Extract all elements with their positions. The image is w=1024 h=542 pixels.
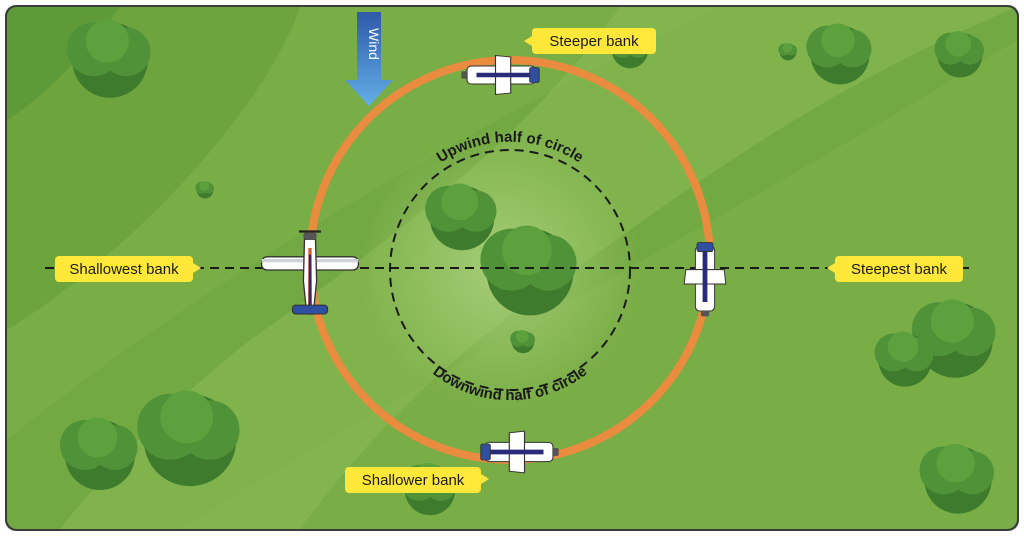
wind-arrow-icon: Wind: [345, 12, 393, 106]
shallower-bank-callout: Shallower bank: [345, 467, 489, 493]
shallower-bank-label: Shallower bank: [362, 472, 465, 489]
shallowest-bank-label: Shallowest bank: [69, 261, 179, 278]
steepest-bank-label: Steepest bank: [851, 261, 947, 278]
field-band-dark: [7, 7, 300, 330]
steeper-bank-callout: Steeper bank: [524, 28, 656, 54]
reference-circle: [389, 149, 631, 391]
steepest-bank-callout: Steepest bank: [827, 256, 963, 282]
steeper-bank-label: Steeper bank: [549, 33, 639, 50]
shallowest-bank-callout: Shallowest bank: [55, 256, 201, 282]
wind-label: Wind: [366, 28, 382, 60]
